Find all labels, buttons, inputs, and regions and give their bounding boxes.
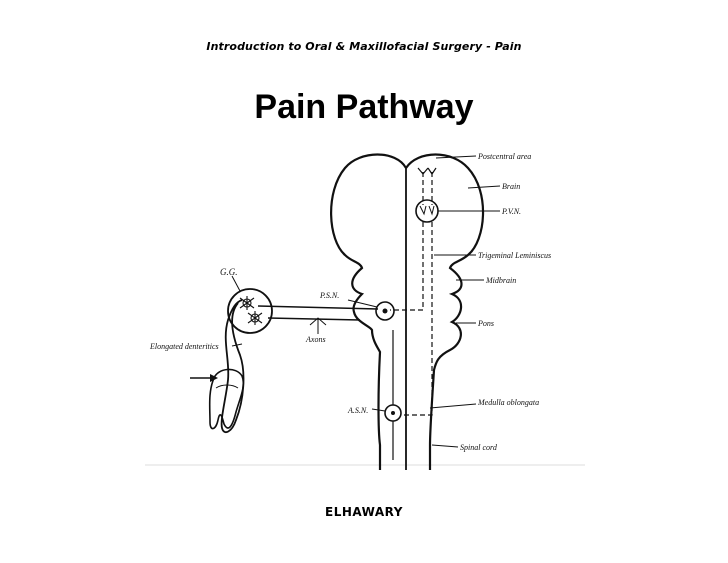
label-asn: A.S.N. (347, 406, 368, 415)
slide-header: Introduction to Oral & Maxillofacial Sur… (206, 40, 522, 53)
gasserian-ganglion (227, 288, 273, 334)
slide-title: Pain Pathway (254, 88, 474, 126)
label-spinal: Spinal cord (460, 443, 498, 452)
ganglion-cells (239, 296, 263, 325)
brainstem-outline (330, 153, 485, 470)
label-axons: Axons (305, 335, 326, 344)
label-trigeminal: Trigeminal Leminiscus (478, 251, 551, 260)
label-pons: Pons (477, 319, 494, 328)
label-psn: P.S.N. (319, 291, 339, 300)
slide-footer: ELHAWARY (325, 505, 403, 519)
elongated-dendrite (220, 299, 245, 434)
label-gg: G.G. (220, 267, 238, 277)
label-pvn: P.V.N. (501, 207, 521, 216)
pvn-nucleus (415, 199, 439, 223)
label-midbrain: Midbrain (485, 276, 516, 285)
label-medulla: Medulla oblongata (477, 398, 539, 407)
label-dendrites: Elongated denteritics (149, 342, 219, 351)
label-brain: Brain (502, 182, 520, 191)
psn-nucleus (375, 301, 395, 321)
tooth-icon (208, 368, 245, 430)
label-postcentral: Postcentral area (477, 152, 531, 161)
